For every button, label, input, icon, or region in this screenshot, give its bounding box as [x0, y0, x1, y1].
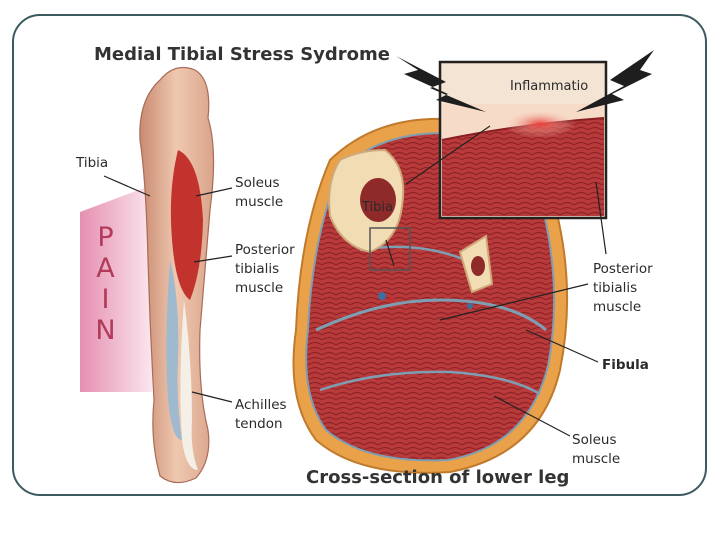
leader-lines — [103, 125, 607, 437]
pain-label: P A I N — [80, 222, 132, 346]
label-tibia-section: Tibia — [362, 200, 393, 215]
pain-bolt-right-icon — [576, 50, 654, 112]
label-posterior-tibialis-leg: Posterior tibialis muscle — [235, 242, 295, 296]
cross-section-subtitle: Cross-section of lower leg — [306, 467, 570, 488]
pain-letter: P — [97, 222, 115, 253]
lower-leg-illustration — [139, 67, 215, 484]
label-achilles-tendon: Achilles tendon — [235, 397, 287, 432]
label-soleus-leg: Soleus muscle — [235, 175, 284, 210]
pain-letter: A — [96, 253, 116, 284]
inflammation-inset — [438, 60, 608, 220]
label-soleus-section: Soleus muscle — [572, 432, 621, 467]
pain-letter: N — [95, 315, 117, 346]
diagram-title: Medial Tibial Stress Sydrome — [94, 44, 390, 65]
pain-bolt-left-icon — [396, 56, 486, 112]
label-fibula: Fibula — [602, 357, 649, 373]
pain-band — [80, 185, 152, 392]
label-tibia-leg: Tibia — [76, 155, 109, 171]
pain-letter: I — [101, 284, 111, 315]
label-posterior-tibialis-section: Posterior tibialis muscle — [593, 261, 653, 315]
label-inflammation: Inflammatio — [510, 79, 589, 94]
